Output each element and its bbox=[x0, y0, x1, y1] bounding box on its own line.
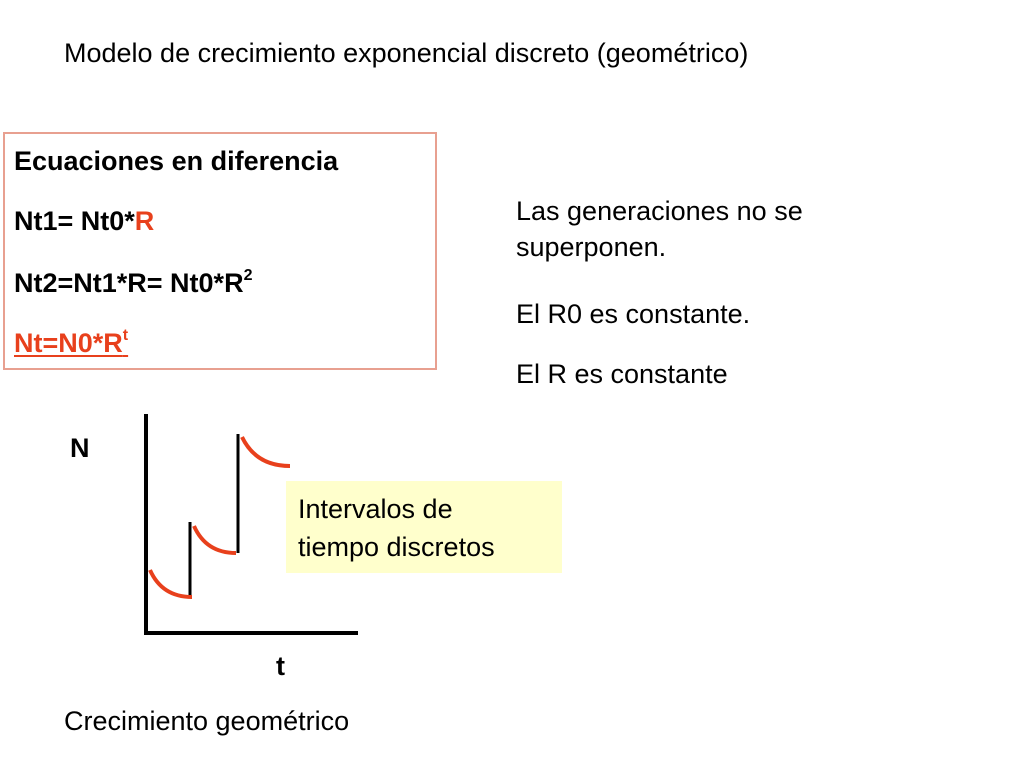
equation-3-exponent: t bbox=[122, 327, 129, 344]
decay-curve-2 bbox=[192, 525, 237, 555]
callout-line-2: tiempo discretos bbox=[298, 532, 495, 562]
equation-3: Nt=N0*Rt bbox=[14, 328, 128, 359]
y-axis-label: N bbox=[70, 433, 90, 463]
equation-2-exponent: 2 bbox=[243, 267, 253, 284]
diagram-caption: Crecimiento geométrico bbox=[64, 706, 350, 736]
note-line-4: El R es constante bbox=[516, 359, 728, 389]
x-axis-label: t bbox=[276, 651, 285, 681]
decay-curve-1 bbox=[148, 569, 193, 599]
decay-curve-3 bbox=[240, 436, 291, 468]
equations-box: Ecuaciones en diferencia Nt1= Nt0*R Nt2=… bbox=[3, 132, 437, 370]
equation-1-r: R bbox=[134, 206, 155, 236]
note-line-3: El R0 es constante. bbox=[516, 299, 751, 329]
equations-heading: Ecuaciones en diferencia bbox=[14, 146, 339, 176]
discrete-intervals-callout: Intervalos de tiempo discretos bbox=[286, 481, 562, 573]
equation-3-text: Nt=N0*R bbox=[14, 328, 123, 358]
equation-1: Nt1= Nt0*R bbox=[14, 206, 154, 237]
callout-line-1: Intervalos de bbox=[298, 494, 453, 524]
equation-2-text: Nt2=Nt1*R= Nt0*R bbox=[14, 268, 244, 298]
equation-1-prefix: Nt1= Nt0* bbox=[14, 206, 135, 236]
note-line-1: Las generaciones no se bbox=[516, 196, 803, 226]
page-title: Modelo de crecimiento exponencial discre… bbox=[64, 38, 749, 68]
equation-2: Nt2=Nt1*R= Nt0*R2 bbox=[14, 268, 252, 299]
note-line-2: superponen. bbox=[516, 232, 667, 262]
